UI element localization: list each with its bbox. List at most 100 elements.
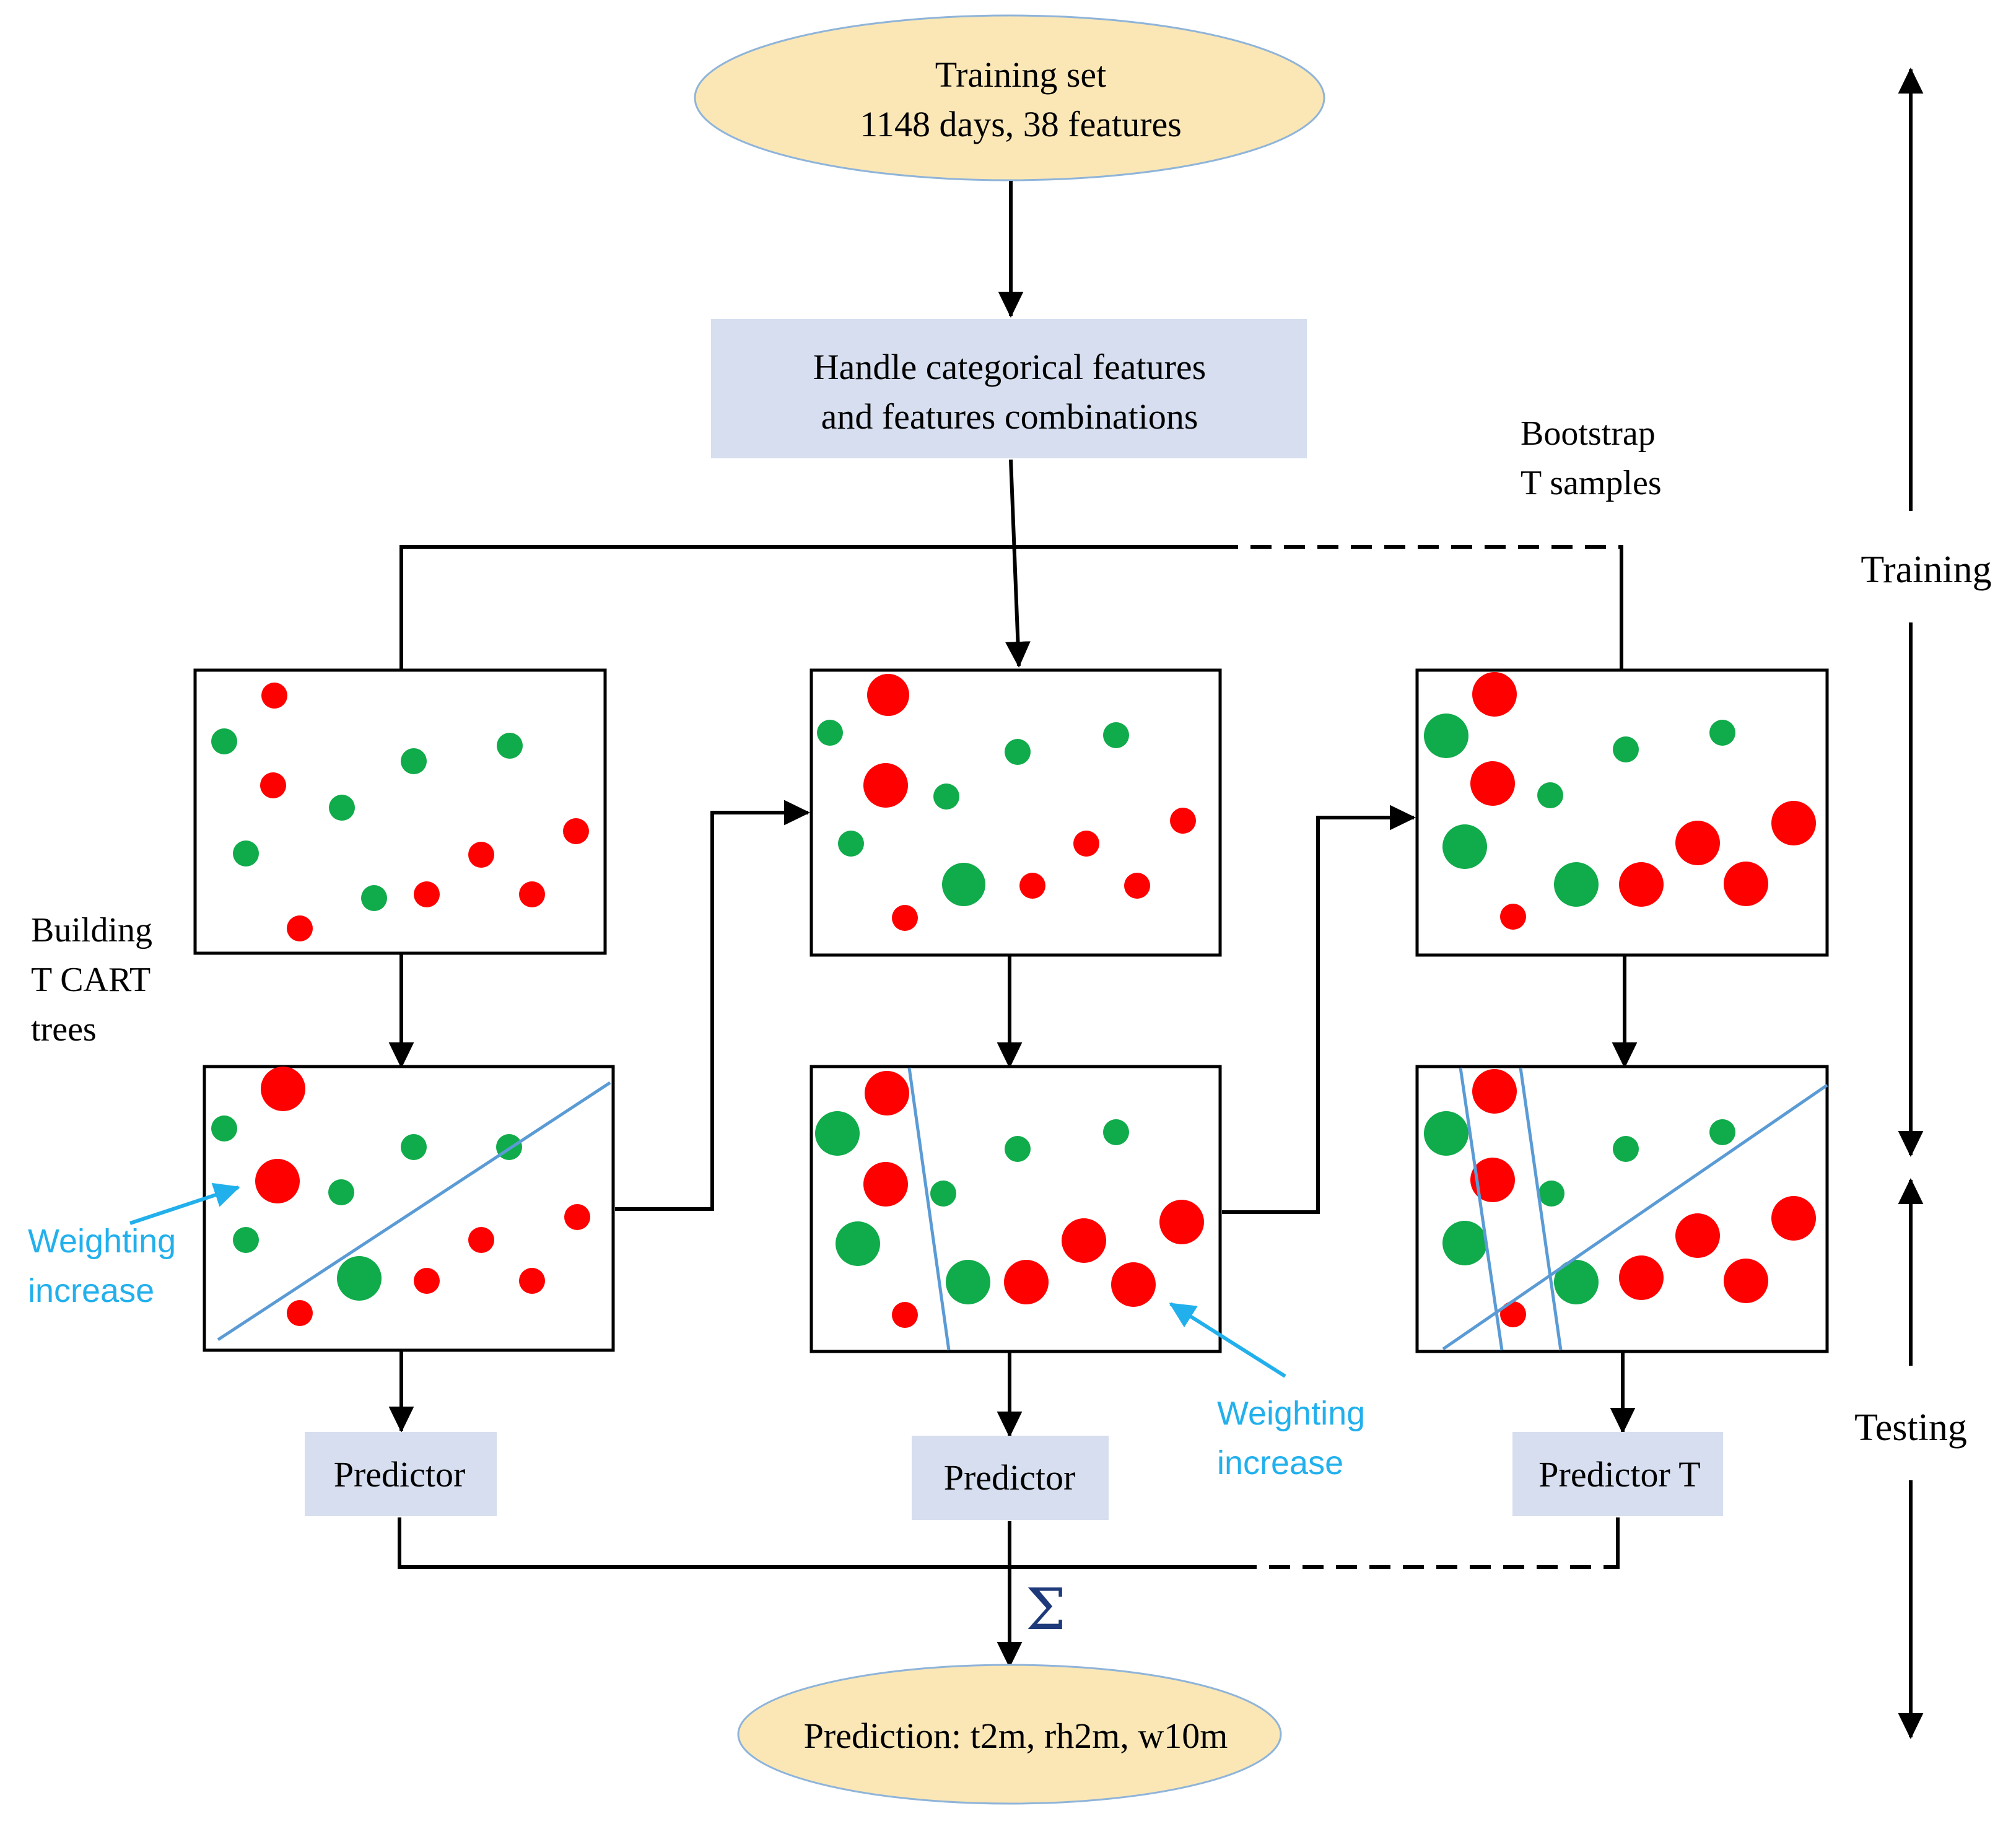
bootstrap-bus [399, 545, 1623, 670]
green-sample-dot [933, 784, 959, 810]
green-sample-dot [211, 728, 237, 754]
green-sample-dot [1424, 1111, 1468, 1156]
red-sample-dot [287, 915, 313, 941]
input-node: Training set 1148 days, 38 features [694, 14, 1325, 181]
red-sample-dot [1004, 1260, 1049, 1304]
green-sample-dot [817, 720, 843, 746]
red-sample-dot [1675, 1213, 1720, 1258]
red-sample-dot [865, 1071, 909, 1115]
output-node: Prediction: t2m, rh2m, w10m [737, 1664, 1282, 1805]
green-sample-dot [401, 748, 427, 774]
red-sample-dot [1500, 1301, 1526, 1327]
green-sample-dot [1554, 862, 1599, 907]
red-sample-dot [414, 1268, 440, 1294]
predictor-node-3: Predictor T [1512, 1432, 1723, 1516]
output-ellipse [737, 1664, 1282, 1805]
green-sample-dot [211, 1115, 237, 1141]
tree-dots-2 [815, 1071, 1204, 1328]
red-sample-dot [414, 881, 440, 907]
sample-panel-3 [1415, 668, 1829, 957]
green-sample-dot [1442, 824, 1487, 869]
green-sample-dot [1442, 1221, 1487, 1265]
weighting-middle-line2: increase [1217, 1444, 1343, 1482]
green-sample-dot [1709, 720, 1735, 746]
sample-box-3 [1415, 668, 1829, 957]
sum-symbol: Σ [1026, 1576, 1066, 1643]
tree1-to-sample2-arrow [615, 800, 810, 1211]
green-sample-dot [942, 863, 985, 906]
green-sample-dot [1538, 1181, 1564, 1207]
split-line-3b [1519, 1067, 1563, 1351]
red-sample-dot [564, 1204, 590, 1230]
red-sample-dot [1675, 821, 1720, 865]
red-sample-dot [1619, 1255, 1664, 1300]
green-sample-dot [836, 1221, 880, 1266]
tree-panel-1 [203, 1065, 615, 1352]
training-label: Training [1861, 549, 1991, 591]
tree-panel-3 [1415, 1065, 1829, 1353]
green-sample-dot [815, 1111, 860, 1156]
red-sample-dot [468, 1227, 494, 1253]
building-label-line2: T CART [31, 961, 151, 999]
input-ellipse [694, 14, 1325, 181]
predictor-node-1: Predictor [305, 1432, 497, 1516]
tree-dots-1 [211, 1067, 590, 1326]
red-sample-dot [1073, 831, 1099, 857]
weighting-left-line1: Weighting [28, 1223, 176, 1260]
sample-box-1 [193, 668, 607, 955]
red-sample-dot [1472, 1069, 1517, 1114]
red-sample-dot [867, 674, 909, 716]
split-line-1 [217, 1081, 611, 1342]
red-sample-dot [1470, 1158, 1515, 1202]
input-title: Training set [935, 55, 1107, 95]
split-line-3c [1442, 1083, 1828, 1351]
predictor-label-3: Predictor T [1538, 1454, 1700, 1495]
bootstrap-label-line2: T samples [1521, 464, 1662, 502]
predictor-box-3 [1512, 1432, 1723, 1516]
red-sample-dot [261, 683, 287, 709]
output-text: Prediction: t2m, rh2m, w10m [804, 1716, 1228, 1756]
split-line-2 [907, 1067, 951, 1351]
red-sample-dot [519, 881, 545, 907]
red-sample-dot [1062, 1218, 1106, 1263]
red-sample-dot [1111, 1262, 1156, 1307]
predictor-box-1 [305, 1432, 497, 1516]
tree-box-3 [1415, 1065, 1829, 1353]
red-sample-dot [1170, 808, 1196, 834]
green-sample-dot [328, 1179, 354, 1205]
green-sample-dot [1005, 739, 1031, 765]
red-sample-dot [1771, 801, 1816, 845]
weighting-middle-line1: Weighting [1217, 1395, 1365, 1432]
sample-panel-2 [809, 668, 1222, 957]
red-sample-dot [1500, 904, 1526, 930]
red-sample-dot [287, 1300, 313, 1326]
building-label-line3: trees [31, 1010, 97, 1049]
green-sample-dot [337, 1256, 382, 1301]
sample-dots-1 [211, 683, 589, 941]
sample-dots-2 [817, 674, 1196, 931]
tree2-to-sample3-arrow [1222, 805, 1416, 1214]
green-sample-dot [233, 840, 259, 866]
red-sample-dot [255, 1159, 300, 1203]
green-sample-dot [1005, 1136, 1031, 1162]
preprocess-line2: and features combinations [821, 396, 1198, 437]
green-sample-dot [329, 795, 355, 821]
red-sample-dot [563, 818, 589, 844]
tree-dots-3 [1424, 1069, 1816, 1327]
tree-panel-2 [809, 1065, 1222, 1353]
red-sample-dot [1619, 862, 1664, 907]
red-sample-dot [892, 1302, 918, 1328]
predictor-label-2: Predictor [944, 1457, 1076, 1498]
green-sample-dot [1554, 1260, 1599, 1304]
green-sample-dot [1613, 1136, 1639, 1162]
green-sample-dot [1103, 1119, 1129, 1145]
sample-panel-1 [193, 668, 607, 955]
red-sample-dot [468, 842, 494, 868]
green-sample-dot [838, 831, 864, 857]
red-sample-dot [1470, 761, 1515, 806]
green-sample-dot [1709, 1119, 1735, 1145]
aggregation-bus [398, 1517, 1620, 1668]
green-sample-dot [233, 1227, 259, 1253]
green-sample-dot [946, 1260, 990, 1304]
green-sample-dot [361, 885, 387, 911]
